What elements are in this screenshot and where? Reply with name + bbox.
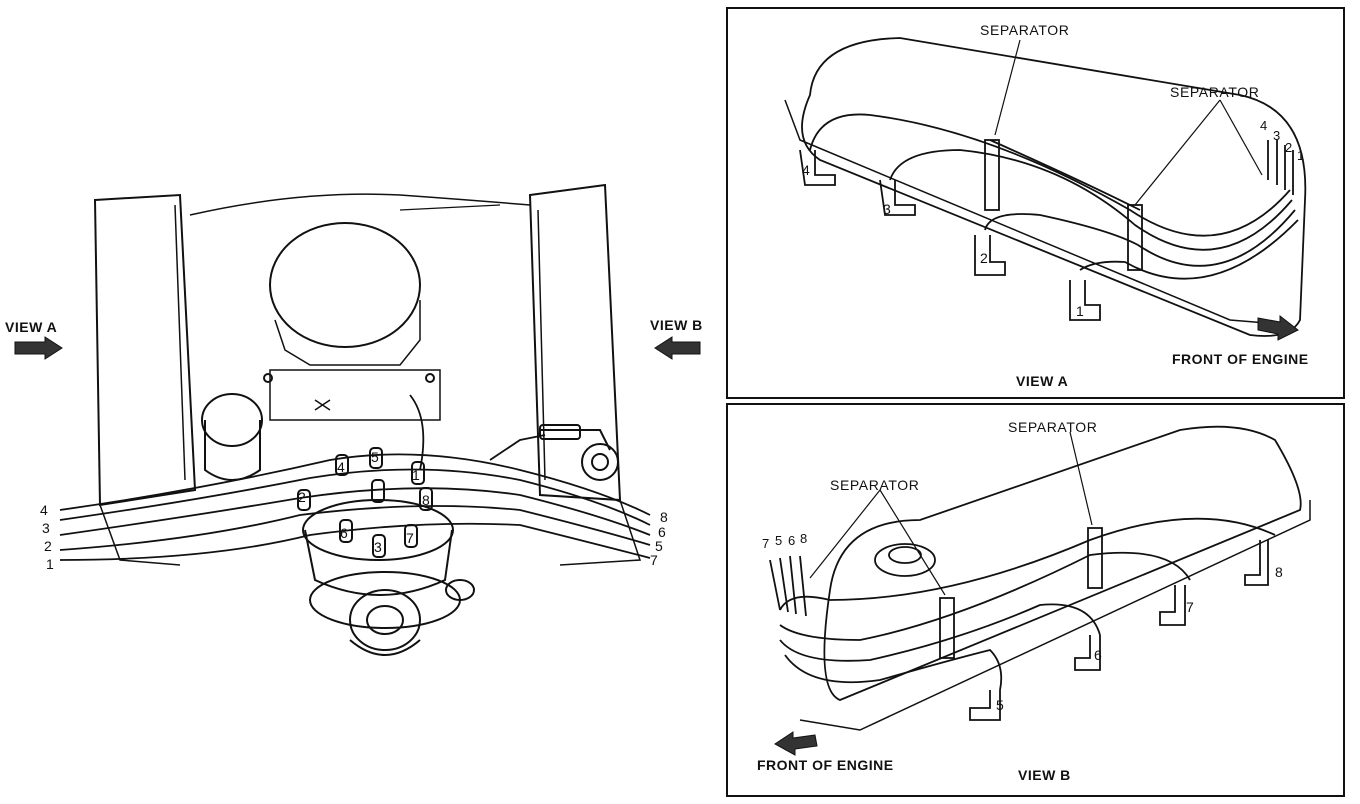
view-b-wire-numbers: 7 5 6 8 (762, 531, 807, 551)
left-arrow-icon (654, 336, 701, 360)
separator-clip (1087, 527, 1103, 589)
spark-plug-boot (1244, 540, 1269, 586)
wire-number: 8 (800, 531, 807, 546)
coil (201, 393, 263, 447)
view-a-panel (726, 7, 1345, 399)
wire-number: 4 (40, 502, 48, 518)
plug-number: 2 (980, 250, 988, 266)
valve-cover (801, 37, 1307, 337)
cap-number: 5 (371, 449, 379, 465)
view-b-caption: VIEW B (1018, 767, 1071, 783)
spark-plug-boot (799, 149, 836, 186)
cap-number: 2 (298, 489, 306, 505)
oil-fill-cap (874, 543, 936, 577)
left-valve-cover (93, 193, 197, 507)
separator-clip (939, 597, 955, 659)
distributor-cap-numbers: 1 2 3 4 5 6 7 8 (298, 449, 430, 555)
right-wire-numbers: 8 6 5 7 (650, 509, 668, 568)
wire-number: 3 (1273, 128, 1280, 143)
cap-number: 7 (406, 530, 414, 546)
view-a-drawing (784, 37, 1307, 337)
engine-top-view (59, 183, 651, 656)
view-a-plug-numbers: 4 3 2 1 (802, 162, 1084, 319)
view-b-label: VIEW B (650, 317, 703, 333)
front-arrow-icon (774, 731, 818, 756)
cap-number: 8 (422, 492, 430, 508)
wire-number: 5 (775, 533, 782, 548)
separator-clip (984, 139, 1000, 211)
wire-number: 1 (46, 556, 54, 572)
cap-number: 3 (374, 539, 382, 555)
cap-number: 4 (337, 459, 345, 475)
distributor-cap (302, 499, 454, 561)
plug-number: 4 (802, 162, 810, 178)
view-a-label: VIEW A (5, 319, 57, 335)
wire-number: 6 (658, 524, 666, 540)
separator-clip (1127, 204, 1143, 271)
view-a-wire-numbers: 4 3 2 1 (1260, 118, 1304, 163)
separator-label: SEPARATOR (1008, 419, 1097, 435)
wire-number: 8 (660, 509, 668, 525)
air-cleaner (269, 222, 421, 348)
plug-number: 1 (1076, 303, 1084, 319)
separator-label: SEPARATOR (980, 22, 1069, 38)
wire-number: 5 (655, 538, 663, 554)
left-wire-numbers: 4 3 2 1 (40, 502, 54, 572)
right-valve-cover (528, 183, 622, 502)
plug-number: 3 (883, 201, 891, 217)
front-of-engine-label: FRONT OF ENGINE (1172, 351, 1309, 367)
plug-number: 6 (1094, 647, 1102, 663)
valve-cover (823, 425, 1302, 701)
front-of-engine-label: FRONT OF ENGINE (757, 757, 894, 773)
wire-number: 1 (1297, 148, 1304, 163)
plug-number: 7 (1186, 599, 1194, 615)
view-b-panel (726, 403, 1345, 797)
wire-number: 4 (1260, 118, 1267, 133)
wire-number: 2 (1285, 140, 1292, 155)
plug-number: 8 (1275, 564, 1283, 580)
wire-number: 3 (42, 520, 50, 536)
view-b-plug-numbers: 8 7 6 5 (996, 564, 1283, 713)
front-arrow-icon (1257, 314, 1299, 341)
wire-number: 7 (650, 552, 658, 568)
spark-plug-boot (581, 443, 619, 481)
view-b-drawing (769, 425, 1311, 731)
right-arrow-icon (14, 336, 63, 360)
wire-number: 6 (788, 533, 795, 548)
wire-number: 7 (762, 536, 769, 551)
separator-label: SEPARATOR (830, 477, 919, 493)
plug-number: 5 (996, 697, 1004, 713)
wire-number: 2 (44, 538, 52, 554)
separator-label: SEPARATOR (1170, 84, 1259, 100)
view-a-caption: VIEW A (1016, 373, 1068, 389)
cap-number: 1 (412, 467, 420, 483)
cap-number: 6 (340, 525, 348, 541)
